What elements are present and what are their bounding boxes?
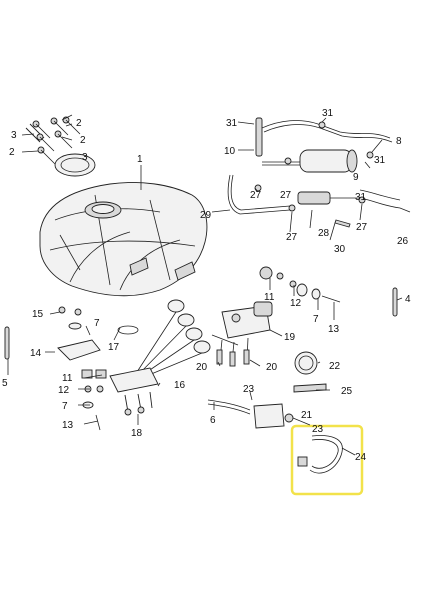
filler-gasket [54,153,96,177]
callout-23: 23 [243,384,255,395]
callout-11: 11 [264,292,275,303]
callout-15: 15 [32,309,44,320]
highlight-box-24 [290,424,364,496]
callout-24: 24 [355,452,367,463]
callout-27: 27 [356,222,368,233]
callout-11: 11 [62,373,73,384]
evap-canister-assembly [227,117,411,228]
callout-2: 2 [80,135,86,146]
callout-31: 31 [374,155,386,166]
fuel-hose-24 [297,435,343,474]
tank-mount-right [259,266,341,303]
callout-5: 5 [2,378,8,389]
callout-8: 8 [396,136,402,147]
callout-27: 27 [286,232,298,243]
callout-10: 10 [224,146,236,157]
callout-31: 31 [322,108,334,119]
callout-19: 19 [284,332,296,343]
callout-23: 23 [312,424,324,435]
fuel-line-assembly [207,351,327,429]
callout-20: 20 [196,362,208,373]
callout-14: 14 [30,348,42,359]
callout-2: 2 [9,147,15,158]
callout-7: 7 [313,314,319,325]
callout-2: 2 [76,118,82,129]
callout-7: 7 [62,401,68,412]
callout-6: 6 [210,415,216,426]
callout-21: 21 [301,410,313,421]
callout-12: 12 [290,298,302,309]
callout-17: 17 [108,342,120,353]
callout-26: 26 [397,236,409,247]
callout-3: 3 [82,152,88,163]
callout-28: 28 [318,228,330,239]
callout-13: 13 [62,420,74,431]
callout-7: 7 [94,318,100,329]
callout-1: 1 [137,154,143,165]
callout-25: 25 [341,386,353,397]
rod-4 [392,287,398,317]
fuel-pump-assembly [109,299,273,416]
callout-9: 9 [353,172,359,183]
callout-32: 31 [355,192,367,203]
callout-29: 29 [200,210,212,221]
callout-30: 30 [334,244,346,255]
fuel-tank [39,182,208,297]
callout-16: 16 [174,380,186,391]
callout-20: 20 [266,362,278,373]
callout-31: 27 [280,190,292,201]
callout-18: 18 [131,428,143,439]
callout-3: 3 [11,130,17,141]
callout-12: 12 [58,385,70,396]
callout-27: 27 [250,190,262,201]
callout-4: 4 [405,294,411,305]
leader-lines [7,114,403,456]
bolt-set-top [25,116,81,165]
tank-mount-left [57,306,107,431]
callout-22: 22 [329,361,341,372]
callout-labels: 1 2 2 2 3 3 4 5 6 7 7 7 8 9 10 11 11 12 … [2,108,411,463]
callout-31: 31 [226,118,238,129]
callout-13: 13 [328,324,340,335]
rod-5 [4,326,10,360]
